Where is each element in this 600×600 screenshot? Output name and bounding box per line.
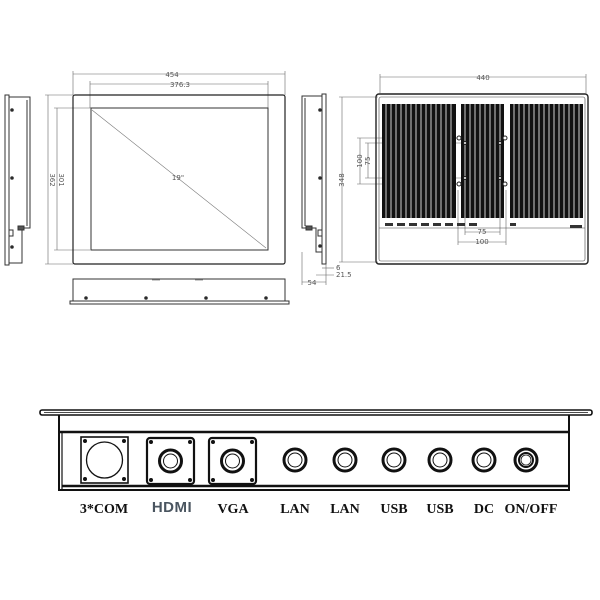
io-panel: [39, 409, 593, 491]
port-label-usb-1: USB: [380, 502, 407, 517]
port-label-lan-1: LAN: [280, 502, 310, 517]
rear-port-strip: [385, 223, 582, 228]
heatsink-right: [510, 104, 583, 218]
port-dc: [471, 447, 497, 473]
port-label-on-off: ON/OFF: [505, 502, 558, 517]
power-switch: [513, 447, 539, 473]
dim-bezel: 6: [336, 264, 341, 272]
left-side-view: [4, 94, 31, 266]
dim-height-outer: 362: [48, 173, 56, 186]
dim-width-active: 376.3: [170, 81, 190, 89]
dim-vesa-inner-w: 75: [478, 228, 487, 236]
port-label-com: 3*COM: [80, 502, 128, 517]
port-label-lan-2: LAN: [330, 502, 360, 517]
dim-rear-height: 348: [338, 173, 346, 186]
port-lan-2: [332, 447, 358, 473]
dim-height-active: 301: [57, 173, 65, 186]
screen-area: [90, 107, 269, 251]
dim-width-outer: 454: [165, 71, 179, 79]
front-view: 454 376.3 362 301 19": [45, 71, 286, 265]
dim-depth: 54: [308, 279, 317, 287]
port-usb-1: [381, 447, 407, 473]
heatsink-middle: [461, 104, 504, 218]
port-usb-2: [427, 447, 453, 473]
port-label-hdmi: HDMI: [152, 499, 192, 516]
right-side-view: [301, 93, 334, 285]
dim-rear-width: 440: [476, 74, 489, 82]
port-label-dc: DC: [474, 502, 494, 517]
dim-vesa-outer-h: 100: [356, 154, 364, 167]
rear-view: 440 348 100 75 75 100: [338, 74, 589, 265]
bottom-view: [69, 278, 290, 305]
dim-vesa-inner-h: 75: [364, 157, 372, 166]
port-vga: [207, 436, 258, 486]
dim-diagonal: 19": [172, 174, 184, 182]
rear-housing: [375, 93, 589, 265]
bezel: [72, 94, 286, 265]
heatsink-left: [382, 104, 456, 218]
port-com: [80, 436, 129, 484]
port-label-usb-2: USB: [426, 502, 453, 517]
vesa-holes: [456, 135, 508, 187]
dim-panel: 21.5: [336, 271, 352, 279]
port-hdmi: [145, 436, 196, 486]
dim-vesa-outer-w: 100: [475, 238, 488, 246]
port-label-vga: VGA: [217, 502, 249, 517]
port-lan-1: [282, 447, 308, 473]
